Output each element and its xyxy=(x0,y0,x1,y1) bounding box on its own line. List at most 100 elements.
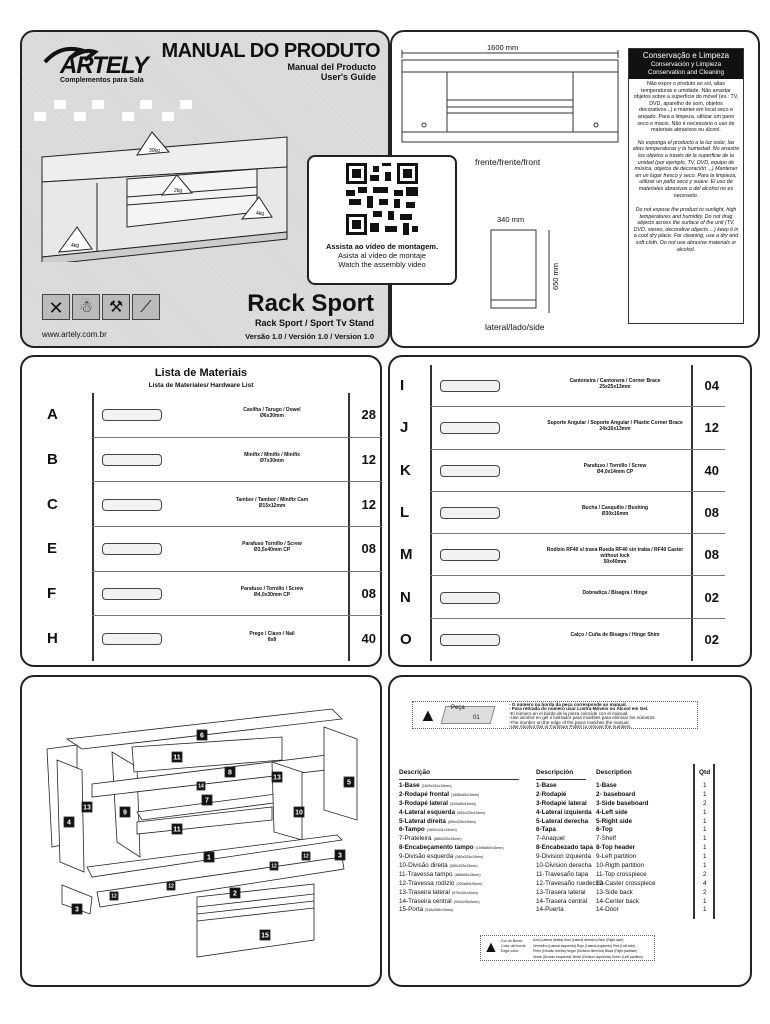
part-qty: 1 xyxy=(703,826,707,834)
part-number-badge xyxy=(224,766,236,778)
notice-line: -El número en el borde de la pieza coinc… xyxy=(509,710,629,716)
part-dimensions: (550x325x15mm) xyxy=(449,864,478,869)
part-en: 3-Side baseboard xyxy=(596,799,649,807)
no-drill-icon: ✕ xyxy=(42,294,70,320)
material-name: Cantoneira / Cantonera / Corner Brace xyxy=(569,378,661,385)
part-dimensions: (1600x341x15mm) xyxy=(426,828,457,833)
material-name: Tambor / Tambor / Minifix Cam xyxy=(235,496,309,503)
part-number-badge xyxy=(271,771,283,783)
warning-icon: ▲ xyxy=(483,939,499,956)
materials-subtitle: Lista de Materiales/ Hardware List xyxy=(148,382,254,389)
part-number-label: 14 xyxy=(198,784,204,790)
material-size: Ø3,5x40mm CP xyxy=(253,547,291,554)
part-es: 1-Base xyxy=(536,782,557,789)
part-pt: 7-Prateleira xyxy=(399,835,432,843)
brand-name: ARTELY xyxy=(60,52,149,79)
edge-number-notice: ▲ Peça 01 - O número na borda da peça co… xyxy=(412,701,698,729)
part-cell-en: 14-Door xyxy=(596,906,656,915)
column-divider xyxy=(348,393,350,661)
part-cell-es: 4-Lateral izquierda xyxy=(536,809,603,818)
part-en: 14-Door xyxy=(596,906,619,914)
material-qty: 12 xyxy=(361,451,376,467)
part-cell-en: 6-Top xyxy=(596,826,656,835)
part-en: 5-Right side xyxy=(596,817,633,825)
part-cell-es: 13-Trasera lateral xyxy=(536,889,603,898)
part-qty: 2 xyxy=(703,888,707,896)
part-en: 13-Side back xyxy=(596,888,633,896)
material-size: Ø7x30mm xyxy=(260,457,284,464)
header-rule xyxy=(399,779,519,780)
part-qty: 2 xyxy=(703,870,707,878)
part-cell-es: 9-Division izquierda xyxy=(536,853,603,862)
material-name: Suporte Angular / Soporte Angular / Plas… xyxy=(547,420,683,427)
part-cell-pt: 7-Prateleira(888x325x15mm) xyxy=(399,835,504,844)
part-cell-en: 9-Left partition xyxy=(596,853,656,862)
part-en: 10-Rigth partition xyxy=(596,862,644,870)
part-qty: 1 xyxy=(703,835,707,843)
part-cell-pt: 3-Rodapé lateral(320x65x15mm) xyxy=(399,800,504,809)
product-illustration: 30kg 2kg 4kg 4kg xyxy=(41,131,288,262)
part-number-badge xyxy=(171,823,183,835)
part-es: 7-Anaquel xyxy=(536,835,565,843)
column-divider xyxy=(430,365,432,661)
column-divider xyxy=(691,365,693,661)
part-qty: 1 xyxy=(703,906,707,914)
material-desc: Rodízio RF40 s/ trava Rueda RF40 sin tra… xyxy=(545,547,685,565)
part-cell-es: 1-Base xyxy=(536,782,603,791)
part-number-label: 11 xyxy=(173,755,181,762)
material-letter: C xyxy=(47,495,58,513)
part-icon xyxy=(440,464,500,477)
parts-column-pt: 1-Base(1600x341x15mm)2-Rodapé frontal(15… xyxy=(399,782,504,915)
part-es: 2-Rodapié xyxy=(536,790,567,798)
part-number-badge xyxy=(196,781,206,791)
part-cell-pt: 5-Lateral direita(550x325x15mm) xyxy=(399,818,504,827)
part-cell-pt: 2-Rodapé frontal(1558x65x15mm) xyxy=(399,791,504,800)
part-number-badge xyxy=(334,849,346,861)
material-size: Ø15x12mm xyxy=(258,502,286,509)
notice-line: -Use Alcohol Gel or Furniture Polish to … xyxy=(509,724,632,730)
material-name: Parafuso / Tornillo / Screw xyxy=(583,462,647,469)
part-number-badge xyxy=(203,851,215,863)
material-qty: 40 xyxy=(704,462,719,478)
part-pt: 9-Divisão esquerda xyxy=(399,853,454,861)
manual-title: MANUAL DO PRODUTO xyxy=(161,40,380,62)
parts-panel: ▲ Peça 01 - O número na borda da peça co… xyxy=(388,675,752,987)
part-number-label: 13 xyxy=(83,805,91,812)
part-icon xyxy=(440,633,500,646)
part-number-label: 3 xyxy=(75,907,79,914)
part-es: 3-Rodapié lateral xyxy=(536,799,587,807)
part-cell-en: 8-Top header xyxy=(596,844,656,853)
width-dimension: 1600 mm xyxy=(487,43,519,52)
part-dimensions: (903x295x3mm) xyxy=(453,899,480,904)
color-label: Cor do Bordo xyxy=(501,939,523,943)
part-es: 10-Division derecha xyxy=(536,862,592,870)
materials-title: Lista de Materiais xyxy=(154,367,248,379)
part-cell-en: 13-Side back xyxy=(596,889,656,898)
part-pt: 6-Tampo xyxy=(399,826,425,834)
part-icon xyxy=(102,543,162,556)
material-size: Ø4,0x30mm CP xyxy=(253,591,291,598)
website: www.artely.com.br xyxy=(42,330,107,339)
material-qty: 08 xyxy=(704,504,719,520)
part-cell-qty: 2 xyxy=(703,871,707,880)
part-cell-qty: 1 xyxy=(703,835,707,844)
part-en: 4-Left side xyxy=(596,808,628,816)
part-icon xyxy=(440,506,500,519)
weight-top: 30kg xyxy=(149,148,160,154)
part-number-label: 11 xyxy=(173,827,181,834)
weight-right: 4kg xyxy=(256,211,264,217)
material-letter: J xyxy=(400,419,409,437)
height-dimension: 650 mm xyxy=(551,262,561,291)
part-es: 13-Trasera lateral xyxy=(536,888,586,896)
part-cell-pt: 14-Traseira central(903x295x3mm) xyxy=(399,898,504,907)
part-cell-es: 12-Travesaño ruedecilla xyxy=(536,880,603,889)
material-letter: I xyxy=(400,377,405,395)
qr-code[interactable] xyxy=(346,163,418,235)
part-cell-en: 12-Caster crosspiece xyxy=(596,880,656,889)
